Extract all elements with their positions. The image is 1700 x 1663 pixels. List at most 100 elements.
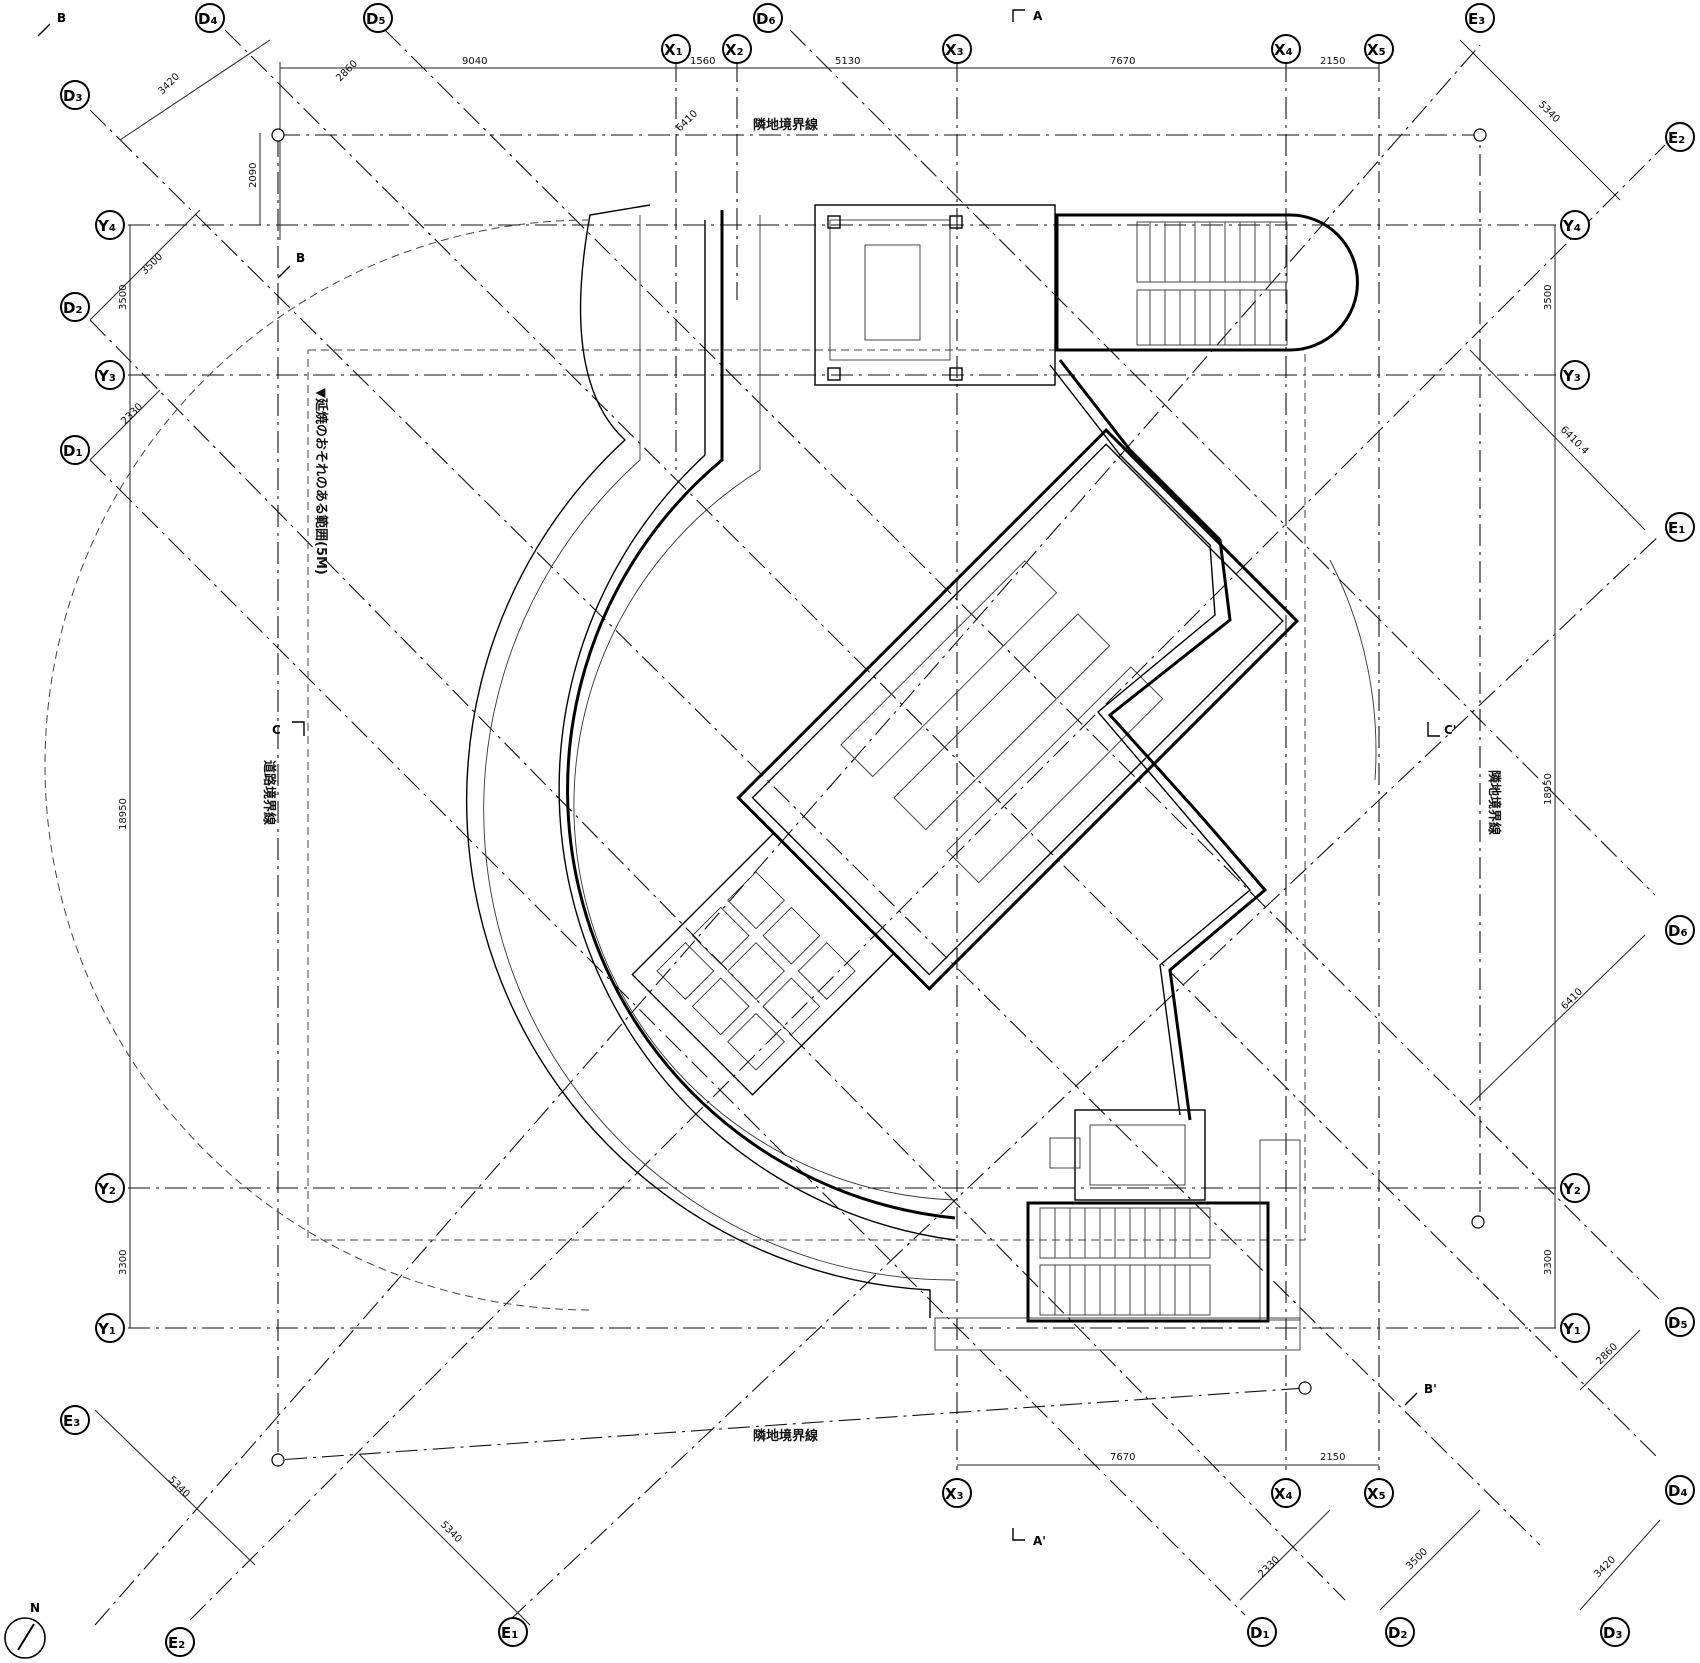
svg-text:D2: D2	[1388, 1624, 1407, 1642]
grid-bubble-e2: E2	[1665, 122, 1695, 152]
svg-text:X5: X5	[1367, 41, 1386, 59]
svg-text:Y4: Y4	[97, 217, 116, 235]
dimension-texts: 9040 1560 5130 7670 2150 7670 2150 2090 …	[118, 56, 1620, 1580]
svg-text:E2: E2	[168, 1634, 185, 1652]
dim-diag-br-2: 3500	[1404, 1546, 1430, 1572]
dim-top-5: 2150	[1320, 56, 1345, 67]
dim-diag-left-1: 3500	[139, 251, 165, 277]
dim-top-3: 5130	[835, 56, 860, 67]
svg-text:Y3: Y3	[1562, 367, 1581, 385]
boundary-right-label: 隣地境界線	[1486, 770, 1502, 836]
svg-text:E3: E3	[63, 1412, 80, 1430]
svg-text:D2: D2	[63, 299, 82, 317]
boundary-top-label: 隣地境界線	[753, 117, 819, 133]
stair-treads-bottom	[1054, 1208, 1191, 1315]
dim-left-2: 3500	[118, 285, 129, 310]
grid-bubble-e3-left: E3	[60, 1405, 90, 1435]
section-b: B	[57, 11, 66, 25]
dim-left-1: 2090	[248, 163, 259, 188]
diagonal-grid-lines	[89, 29, 1666, 1626]
svg-text:D4: D4	[198, 10, 217, 28]
grid-bubble-d5-right: D5	[1665, 1307, 1695, 1337]
grid-bubble-d5: D5	[363, 3, 393, 33]
grid-bubble-x3: X3	[942, 34, 972, 64]
svg-text:D6: D6	[1668, 922, 1687, 940]
grid-bubble-x1: X1	[661, 34, 691, 64]
grid-bubble-x3-bottom: X3	[942, 1478, 972, 1508]
dimension-lines	[89, 39, 1661, 1626]
dim-diag-tl-3: 6410	[674, 108, 700, 134]
svg-text:D1: D1	[1250, 1624, 1269, 1642]
fire-spread-label: ▼延焼のおそれのある範囲(5M)	[313, 388, 329, 575]
grid-bubble-d6-right: D6	[1665, 915, 1695, 945]
grid-bubble-e2-bottom: E2	[165, 1627, 195, 1657]
grid-bubble-y4: Y4	[95, 210, 125, 240]
property-boundary-lines	[271, 128, 1487, 1467]
grid-bubble-d3: D3	[60, 80, 90, 110]
dim-diag-tl-1: 3420	[156, 71, 182, 97]
grid-bubble-x4: X4	[1271, 34, 1301, 64]
svg-text:E1: E1	[501, 1624, 518, 1642]
svg-text:E1: E1	[1668, 519, 1685, 537]
grid-bubble-d1-bottom: D1	[1247, 1617, 1277, 1647]
orthogonal-grid-lines	[128, 60, 1560, 1470]
dim-bottom-1: 7670	[1110, 1452, 1135, 1463]
dim-diag-tl-2: 2860	[334, 58, 360, 84]
dim-diag-bl-1: 5340	[166, 1474, 192, 1500]
grid-bubble-x2: X2	[722, 34, 752, 64]
section-a-prime: A'	[1033, 1534, 1046, 1548]
dim-left-3: 18950	[118, 798, 129, 830]
dim-top-1: 9040	[462, 56, 487, 67]
north-arrow: N	[4, 1601, 46, 1659]
section-c: C	[272, 723, 281, 737]
grid-bubble-x5-bottom: X5	[1364, 1478, 1394, 1508]
dim-right-3: 3300	[1543, 1250, 1554, 1275]
grid-bubble-e3: E3	[1465, 3, 1495, 33]
dim-left-4: 3300	[118, 1250, 129, 1275]
grid-bubble-y3-right: Y3	[1560, 360, 1590, 390]
dim-diag-tr-1: 5340	[1536, 99, 1562, 125]
section-c-prime: C'	[1444, 723, 1456, 737]
svg-text:E2: E2	[1668, 129, 1685, 147]
dim-right-1: 3500	[1543, 285, 1554, 310]
dim-right-2: 18950	[1543, 773, 1554, 805]
north-label: N	[30, 1601, 40, 1615]
grid-bubble-d4: D4	[195, 3, 225, 33]
svg-text:Y4: Y4	[1562, 217, 1581, 235]
building-outline	[44, 204, 1377, 1351]
grid-bubble-y1-right: Y1	[1560, 1313, 1590, 1343]
section-b-prime: B'	[1424, 1382, 1437, 1396]
svg-text:E3: E3	[1468, 10, 1485, 28]
svg-text:Y1: Y1	[97, 1320, 116, 1338]
grid-bubble-d2: D2	[60, 292, 90, 322]
dim-diag-bl-2: 5340	[438, 1519, 464, 1545]
svg-text:D3: D3	[63, 87, 82, 105]
svg-text:X3: X3	[945, 41, 964, 59]
svg-text:Y2: Y2	[97, 1180, 116, 1198]
svg-text:X3: X3	[945, 1485, 964, 1503]
grid-bubbles: X1 X2 X3 X4 X5 X3 X4 X5 Y4 Y3 Y2 Y1 Y4 Y…	[60, 3, 1695, 1657]
svg-text:D1: D1	[63, 442, 82, 460]
section-markers: A A' B B B' C C'	[37, 9, 1456, 1548]
dim-top-4: 7670	[1110, 56, 1135, 67]
boundary-bottom-label: 隣地境界線	[753, 1428, 819, 1444]
svg-text:D3: D3	[1603, 1624, 1622, 1642]
rotated-gallery-block	[631, 427, 1300, 1096]
dim-diag-br-3: 3420	[1592, 1554, 1618, 1580]
grid-bubble-d3-bottom: D3	[1600, 1617, 1630, 1647]
grid-bubble-d6: D6	[753, 3, 783, 33]
grid-bubble-x4-bottom: X4	[1271, 1478, 1301, 1508]
grid-bubble-y4-right: Y4	[1560, 210, 1590, 240]
dim-diag-br-5: 6410	[1559, 986, 1585, 1012]
svg-text:D6: D6	[756, 10, 775, 28]
boundary-labels: 隣地境界線 隣地境界線 隣地境界線 道路境界線 ▼延焼のおそれのある範囲(5M)	[261, 117, 1502, 1444]
svg-text:Y3: Y3	[97, 367, 116, 385]
section-b-2: B	[296, 251, 305, 265]
dim-bottom-2: 2150	[1320, 1452, 1345, 1463]
grid-bubble-e1: E1	[1665, 512, 1695, 542]
grid-bubble-y1: Y1	[95, 1313, 125, 1343]
svg-text:X4: X4	[1274, 41, 1293, 59]
dim-diag-left-2: 2330	[119, 401, 145, 427]
svg-text:D5: D5	[366, 10, 385, 28]
svg-text:X1: X1	[664, 41, 683, 59]
